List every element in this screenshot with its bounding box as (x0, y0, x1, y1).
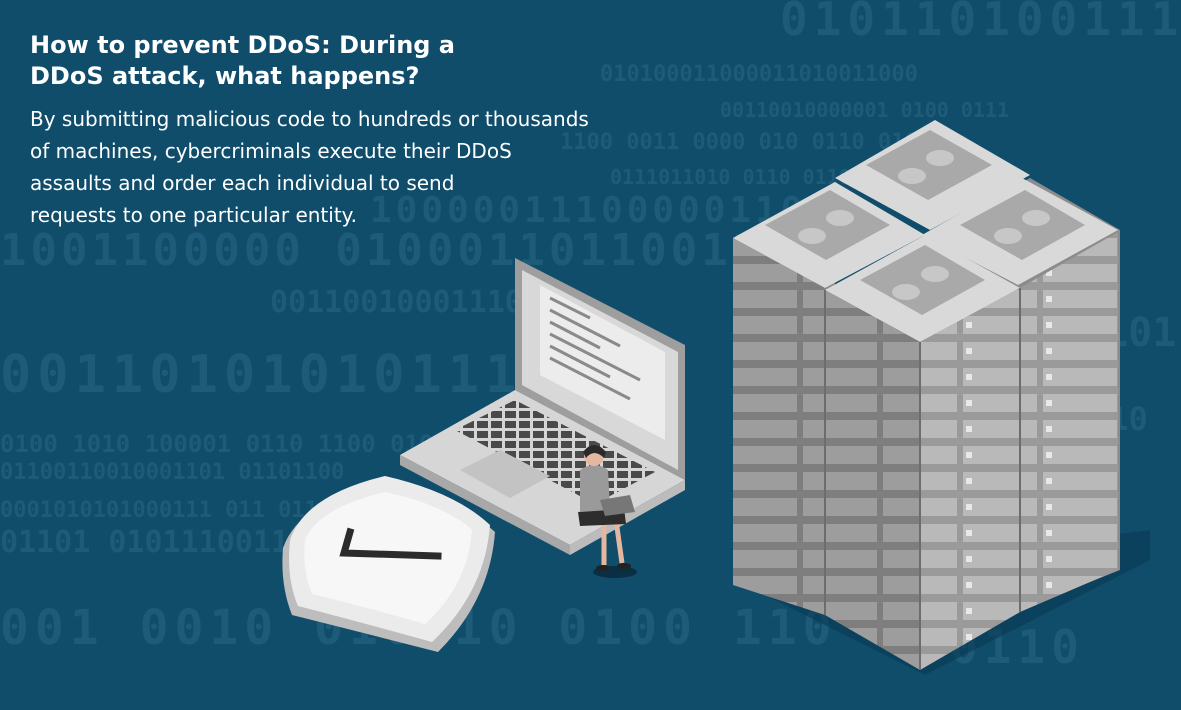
title-line-1: How to prevent DDoS: During a (30, 31, 456, 59)
page-title: How to prevent DDoS: During a DDoS attac… (30, 30, 550, 92)
paragraph-line-4: requests to one particular entity. (30, 203, 358, 227)
server-rack-icon (733, 120, 1150, 675)
paragraph-line-1: By submitting malicious code to hundreds… (30, 107, 589, 131)
laptop-icon (400, 258, 685, 555)
paragraph-line-2: of machines, cybercriminals execute thei… (30, 139, 512, 163)
intro-paragraph: By submitting malicious code to hundreds… (30, 103, 670, 231)
paragraph-line-3: assaults and order each individual to se… (30, 171, 455, 195)
person-icon (578, 445, 637, 578)
title-line-2: DDoS attack, what happens? (30, 62, 420, 90)
shield-check-icon (282, 476, 495, 652)
